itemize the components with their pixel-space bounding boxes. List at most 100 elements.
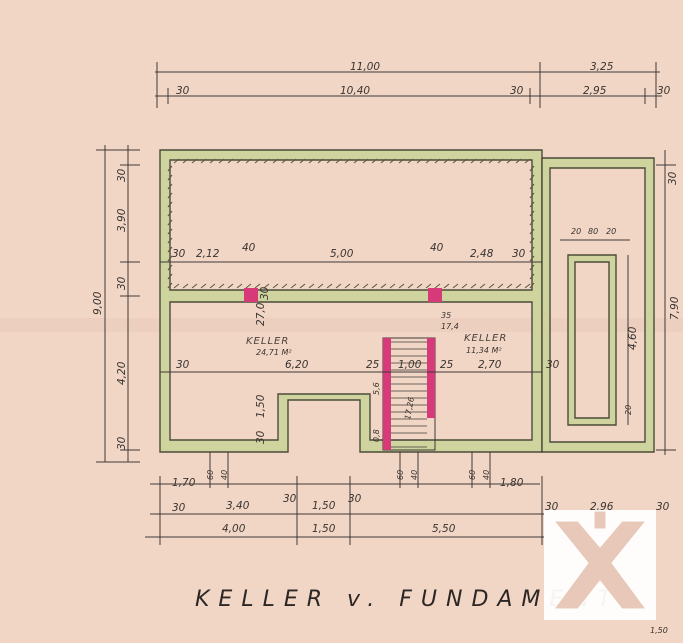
- hatch-mark: [299, 158, 306, 164]
- hatch-mark: [529, 228, 535, 235]
- hatch-mark: [263, 283, 270, 289]
- hatch-mark: [529, 192, 535, 199]
- misc-dim-4: 17,4: [441, 322, 459, 331]
- misc-dim-5: 1,50: [255, 394, 267, 418]
- hatch-mark: [209, 158, 216, 164]
- bottom-dim-9: 30: [172, 502, 186, 514]
- hatch-mark: [461, 158, 468, 164]
- hatch-mark: [326, 283, 333, 289]
- hatch-mark: [167, 282, 173, 289]
- logo-cross-icon: [544, 510, 656, 620]
- hatch-mark: [443, 283, 450, 289]
- bottom-dim-10: 3,40: [226, 500, 250, 512]
- lower-dim-2: 6,20: [285, 359, 309, 371]
- hatch-mark: [227, 158, 234, 164]
- hatch-mark: [191, 158, 198, 164]
- dim-left-upper-room: 3,90: [116, 208, 128, 232]
- left-dimension-lines: [96, 145, 140, 463]
- hatch-mark: [529, 165, 535, 172]
- hatch-mark: [326, 158, 333, 164]
- hatch-mark: [218, 283, 225, 289]
- room-area-right: 11,34 M²: [466, 346, 502, 355]
- hatch-mark: [529, 219, 535, 226]
- hatch-mark: [167, 255, 173, 262]
- hatch-mark: [398, 283, 405, 289]
- hatch-mark: [308, 158, 315, 164]
- hatch-mark: [254, 158, 261, 164]
- hatch-mark: [443, 158, 450, 164]
- dim-annex-width: 3,25: [590, 61, 614, 73]
- bottom-dim-17: 4,00: [222, 523, 246, 535]
- hatch-mark: [290, 158, 297, 164]
- hatch-mark: [506, 158, 513, 164]
- room-area-left: 24,71 M²: [256, 348, 292, 357]
- bottom-dim-18: 1,50: [312, 523, 336, 535]
- bottom-dim-6: 60: [468, 470, 477, 480]
- lower-dim-4: 1,00: [398, 359, 422, 371]
- hatch-mark: [218, 158, 225, 164]
- hatch-mark: [380, 158, 387, 164]
- misc-dim-6: 30: [255, 430, 267, 444]
- hatch-mark: [182, 158, 189, 164]
- hatch-mark: [272, 283, 279, 289]
- hatch-mark: [434, 158, 441, 164]
- hatch-mark: [344, 283, 351, 289]
- inner-dim-6: 2,48: [470, 248, 494, 260]
- hatch-mark: [272, 158, 279, 164]
- hatch-mark: [191, 283, 198, 289]
- hatch-mark: [245, 158, 252, 164]
- wall-hatching: [167, 158, 535, 289]
- hatch-mark: [434, 283, 441, 289]
- misc-dim-8: 0,8: [372, 429, 381, 442]
- bottom-dim-2: 60: [206, 470, 215, 480]
- hatch-mark: [254, 283, 261, 289]
- misc-dim-1: 30: [259, 286, 271, 300]
- dim-top-mid-wall: 30: [510, 85, 524, 97]
- dim-top-left-wall: 30: [176, 85, 190, 97]
- dim-left-lower-room: 4,20: [116, 361, 128, 385]
- right-dimension-lines: [656, 150, 676, 455]
- hatch-mark: [200, 283, 207, 289]
- hatch-mark: [173, 283, 180, 289]
- hatch-mark: [353, 283, 360, 289]
- lower-dim-3: 25: [366, 359, 380, 371]
- hatch-mark: [529, 273, 535, 280]
- hatch-mark: [470, 283, 477, 289]
- hatch-mark: [515, 283, 522, 289]
- bottom-dim-12: 1,50: [312, 500, 336, 512]
- dim-top-inner: 10,40: [340, 85, 370, 97]
- hatch-mark: [529, 174, 535, 181]
- hatch-mark: [371, 158, 378, 164]
- hatch-mark: [488, 283, 495, 289]
- bottom-dimension-lines: [145, 452, 545, 545]
- hatch-mark: [529, 237, 535, 244]
- hatch-mark: [380, 283, 387, 289]
- annex-dim-5: 20: [624, 405, 633, 415]
- hatch-mark: [515, 158, 522, 164]
- hatch-mark: [236, 158, 243, 164]
- bottom-dim-4: 60: [396, 470, 405, 480]
- hatch-mark: [529, 201, 535, 208]
- hatch-mark: [529, 255, 535, 262]
- bottom-dim-19: 5,50: [432, 523, 456, 535]
- hatch-mark: [317, 158, 324, 164]
- bottom-dim-1: 1,70: [172, 477, 196, 489]
- inner-dim-2: 2,12: [196, 248, 220, 260]
- hatch-mark: [167, 201, 173, 208]
- hatch-mark: [416, 283, 423, 289]
- hatch-mark: [461, 283, 468, 289]
- hatch-mark: [167, 183, 173, 190]
- hatch-mark: [167, 264, 173, 271]
- misc-dim-3: 35: [441, 311, 451, 320]
- hatch-mark: [227, 283, 234, 289]
- dim-left-mid-wall: 30: [116, 276, 128, 290]
- hatch-mark: [167, 165, 173, 172]
- lower-dim-6: 2,70: [478, 359, 502, 371]
- lower-dim-1: 30: [176, 359, 190, 371]
- hatch-mark: [290, 283, 297, 289]
- hatch-mark: [245, 283, 252, 289]
- hatch-mark: [167, 219, 173, 226]
- lower-dim-7: 30: [546, 359, 560, 371]
- bottom-dim-11: 30: [283, 493, 297, 505]
- inner-dim-3: 40: [242, 242, 256, 254]
